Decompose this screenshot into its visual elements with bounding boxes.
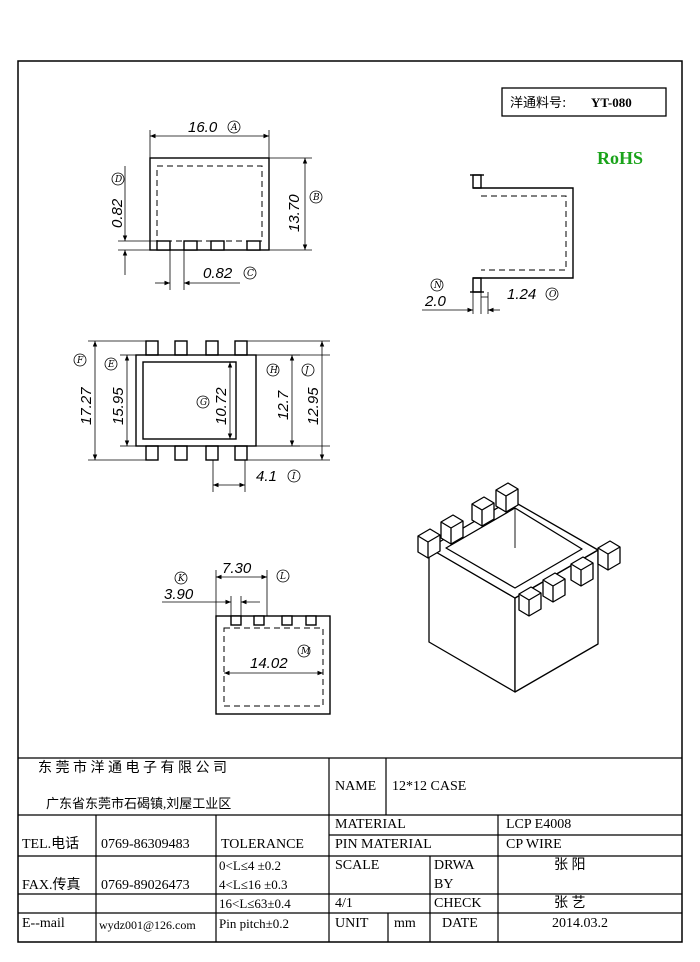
tag-b: B — [309, 190, 323, 204]
tag-o: O — [545, 287, 559, 301]
scale-value: 4/1 — [335, 896, 353, 911]
isometric-view — [417, 482, 621, 693]
tag-a: A — [227, 120, 241, 134]
dim-pin-gap: 0.82 — [203, 265, 233, 282]
middle-view — [88, 340, 330, 492]
svg-text:D: D — [114, 175, 122, 185]
drawn-value: 张 阳 — [554, 858, 586, 873]
tag-h: H — [266, 363, 280, 377]
top-view — [118, 130, 312, 290]
check-label: CHECK — [434, 896, 482, 911]
drawn-label-line2: BY — [434, 877, 454, 892]
dim-mid-h: 12.7 — [275, 390, 292, 420]
tag-n: N — [430, 278, 444, 292]
tolerance-row-4: Pin pitch±0.2 — [219, 916, 289, 931]
tag-f: F — [73, 353, 87, 367]
svg-text:F: F — [76, 356, 84, 366]
tel-value: 0769-86309483 — [101, 837, 190, 852]
dim-bot-l: 7.30 — [222, 560, 252, 577]
svg-text:N: N — [433, 281, 443, 291]
company-address: 广东省东莞市石碣镇,刘屋工业区 — [46, 796, 232, 811]
dim-top-width: 16.0 — [188, 119, 218, 136]
end-view — [162, 570, 331, 715]
tolerance-row-2: 4<L≤16 ±0.3 — [219, 877, 288, 892]
tag-e: E — [104, 357, 118, 371]
dim-side-o: 1.24 — [507, 286, 536, 303]
tag-g: G — [196, 395, 210, 409]
fax-value: 0769-89026473 — [101, 878, 190, 893]
fax-label: FAX.传真 — [22, 878, 81, 893]
svg-text:J: J — [303, 366, 310, 376]
dim-bot-m: 14.02 — [250, 655, 288, 672]
tolerance-row-1: 0<L≤4 ±0.2 — [219, 858, 282, 873]
dim-mid-g: 10.72 — [213, 387, 230, 425]
title-block — [18, 757, 682, 942]
dim-side-n: 2.0 — [424, 293, 447, 310]
rohs-mark: RoHS — [597, 148, 644, 168]
svg-text:I: I — [291, 472, 296, 482]
svg-text:H: H — [269, 366, 278, 376]
tag-m: M — [297, 644, 311, 658]
unit-value: mm — [394, 916, 416, 931]
dim-mid-j: 12.95 — [305, 387, 322, 425]
pin-material-label: PIN MATERIAL — [335, 837, 432, 852]
date-label: DATE — [442, 916, 478, 931]
svg-text:C: C — [247, 269, 254, 279]
name-label: NAME — [335, 779, 377, 794]
side-view — [422, 174, 574, 314]
svg-text:K: K — [177, 574, 186, 584]
email-value: wydz001@126.com — [99, 918, 196, 932]
pin-material-value: CP WIRE — [506, 837, 562, 852]
tag-c: C — [243, 266, 257, 280]
dim-pin-len: 0.82 — [109, 198, 126, 228]
dim-mid-i: 4.1 — [256, 468, 277, 485]
dim-mid-f: 17.27 — [78, 387, 95, 425]
svg-text:M: M — [300, 647, 311, 657]
tag-i: I — [287, 469, 301, 483]
unit-label: UNIT — [335, 916, 369, 931]
tel-label: TEL.电话 — [22, 837, 80, 852]
date-value: 2014.03.2 — [552, 916, 608, 931]
name-value: 12*12 CASE — [392, 779, 467, 794]
sheet-border — [17, 60, 683, 943]
check-value: 张 艺 — [554, 896, 586, 911]
tag-l: L — [276, 569, 290, 583]
tag-k: K — [174, 571, 188, 585]
drawn-label-line1: DRWA — [434, 858, 475, 873]
scale-label: SCALE — [335, 858, 380, 873]
company-name: 东 莞 市 洋 通 电 子 有 限 公 司 — [38, 761, 227, 776]
tolerance-row-3: 16<L≤63±0.4 — [219, 896, 291, 911]
svg-text:A: A — [230, 123, 238, 133]
tolerance-label: TOLERANCE — [221, 837, 304, 852]
tag-d: D — [111, 172, 125, 186]
email-label: E--mail — [22, 916, 65, 931]
tag-j: J — [301, 363, 315, 377]
material-value: LCP E4008 — [506, 817, 572, 832]
dim-bot-k: 3.90 — [164, 586, 194, 603]
dim-top-height: 13.70 — [286, 194, 303, 232]
svg-text:L: L — [279, 572, 286, 582]
svg-text:G: G — [200, 398, 207, 408]
material-label: MATERIAL — [335, 817, 406, 832]
dim-mid-e: 15.95 — [110, 387, 127, 425]
part-number-label: 洋通料号: — [510, 96, 566, 111]
svg-text:B: B — [312, 193, 320, 203]
part-number-box — [501, 87, 667, 117]
part-number-value: YT-080 — [591, 95, 632, 110]
svg-text:O: O — [549, 290, 557, 300]
svg-text:E: E — [107, 360, 115, 370]
